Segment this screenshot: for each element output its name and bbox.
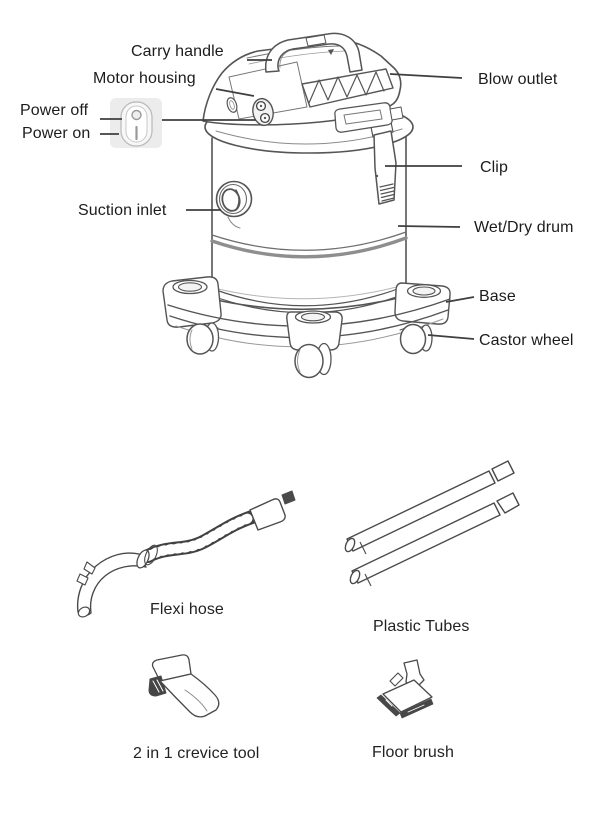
flexi-hose-drawing xyxy=(76,490,296,618)
power-switch-inset xyxy=(110,98,162,148)
caption-plastic-tubes: Plastic Tubes xyxy=(373,618,470,635)
power-button-drawing xyxy=(252,97,274,127)
label-suction-inlet: Suction inlet xyxy=(78,202,167,219)
drum-drawing xyxy=(210,135,408,311)
latch-drawing xyxy=(334,102,404,133)
label-base: Base xyxy=(479,288,516,305)
label-wet-dry-drum: Wet/Dry drum xyxy=(474,219,574,236)
floor-brush-drawing xyxy=(376,659,434,719)
leader-wet-dry-drum xyxy=(397,225,461,228)
caption-flexi-hose: Flexi hose xyxy=(150,601,224,618)
caption-floor-brush: Floor brush xyxy=(372,744,455,761)
vacuum-drawing xyxy=(162,32,451,379)
blow-outlet-grille xyxy=(301,68,394,108)
plastic-tubes-drawing xyxy=(344,460,520,587)
crevice-tool-drawing xyxy=(148,654,220,718)
label-blow-outlet: Blow outlet xyxy=(478,71,558,88)
leader-castor-wheel xyxy=(427,334,475,340)
label-carry-handle: Carry handle xyxy=(131,43,224,60)
suction-inlet-drawing xyxy=(215,180,253,229)
label-castor-wheel: Castor wheel xyxy=(479,332,574,349)
leader-lines xyxy=(100,59,475,340)
carry-handle-drawing xyxy=(264,32,363,73)
leader-blow-outlet xyxy=(389,73,463,79)
leader-base xyxy=(445,296,475,303)
leader-motor-housing xyxy=(215,88,255,97)
label-clip: Clip xyxy=(480,159,508,176)
label-power-on: Power on xyxy=(22,125,91,142)
clip-drawing xyxy=(370,121,397,205)
label-motor-housing: Motor housing xyxy=(93,70,196,87)
caption-crevice-tool: 2 in 1 crevice tool xyxy=(133,745,260,762)
switch-off-symbol xyxy=(131,109,142,121)
label-power-off: Power off xyxy=(20,102,89,119)
castor-wheels-drawing xyxy=(186,310,433,379)
